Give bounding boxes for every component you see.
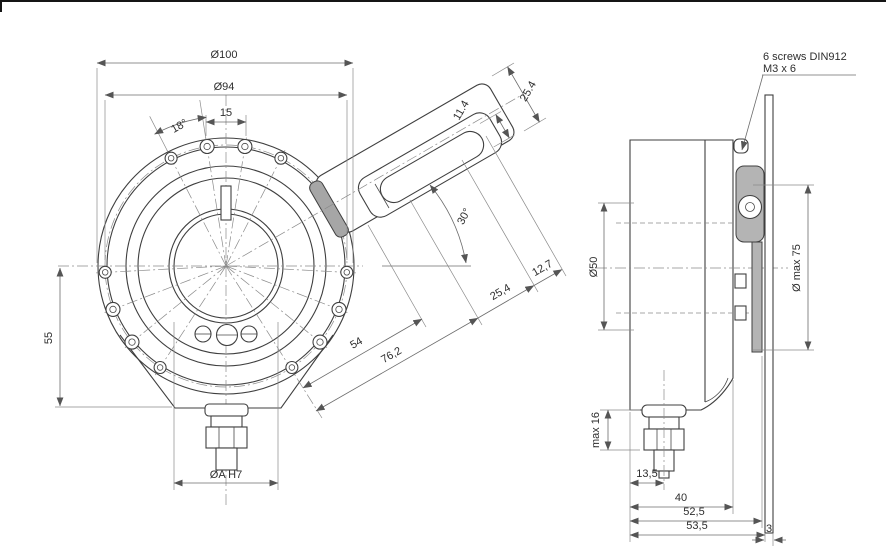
connector-tube xyxy=(309,83,515,238)
dim-gland-offset: 13,5 xyxy=(636,468,657,480)
dim-connector-angle: 30° xyxy=(455,206,473,226)
slot-center-tick xyxy=(374,183,390,209)
din912-screw-head xyxy=(733,138,749,154)
dim-hub-diameter: Ø50 xyxy=(588,257,600,278)
dim-hole-spacing: 15 xyxy=(220,107,232,119)
side-view-dimensions: Ø50 Ø max 75 max 16 13,5 40 52,5 53,5 3 xyxy=(588,51,856,546)
dim-hole-angle: 18° xyxy=(169,117,189,136)
mounting-holes xyxy=(98,138,354,375)
dim-bolt-circle: Ø94 xyxy=(214,81,235,93)
dim-chain-54: 54 xyxy=(348,335,365,352)
screws-note: 6 screws DIN912 M3 x 6 xyxy=(740,51,856,151)
screws-note-line2: M3 x 6 xyxy=(763,63,796,75)
dim-outer-diameter: Ø100 xyxy=(211,49,238,61)
side-view xyxy=(596,94,788,534)
dim-max-diameter: Ø max 75 xyxy=(791,244,803,292)
screws-note-line1: 6 screws DIN912 xyxy=(763,51,847,63)
radial-centerlines xyxy=(58,95,363,505)
page-left-border-stub xyxy=(0,0,2,12)
dim-bore: ØA H7 xyxy=(210,469,242,481)
cable-gland-front xyxy=(204,403,249,471)
page-top-border xyxy=(0,0,886,2)
connector-base-cap xyxy=(309,180,349,238)
dim-gland-protrusion: max 16 xyxy=(590,412,602,448)
dim-depth-53-5: 53,5 xyxy=(686,520,707,532)
housing-body xyxy=(629,139,734,411)
dim-body-depth: 40 xyxy=(675,492,687,504)
collar-slit xyxy=(220,185,232,221)
dim-depth-52-5: 52,5 xyxy=(683,506,704,518)
dim-plate-thickness: 3 xyxy=(766,523,772,535)
clamp-strip xyxy=(751,241,763,353)
dim-center-to-bottom: 55 xyxy=(43,332,55,344)
tether-plate xyxy=(764,94,774,534)
dim-connector-width: 25.4 xyxy=(518,79,539,104)
front-view xyxy=(58,83,521,505)
clamp-screws xyxy=(194,323,258,347)
